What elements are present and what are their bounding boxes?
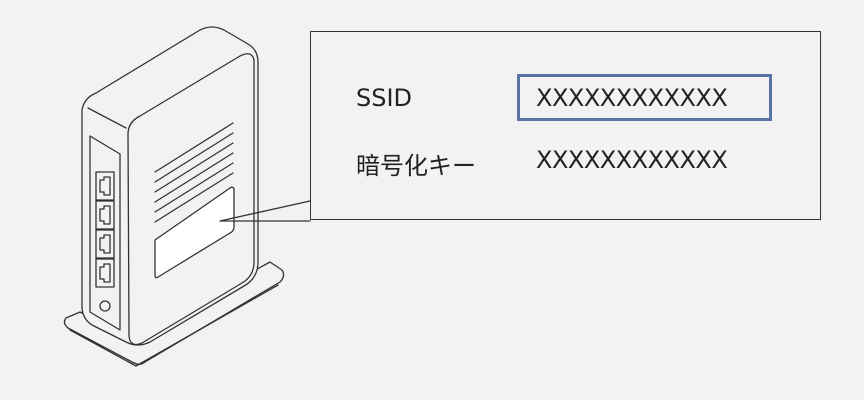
ethernet-port-1 xyxy=(95,171,115,201)
encryption-key-label: 暗号化キー xyxy=(356,152,476,180)
ssid-value: XXXXXXXXXXXX xyxy=(536,84,728,112)
encryption-key-value: XXXXXXXXXXXX xyxy=(536,146,728,174)
label-callout xyxy=(310,31,821,220)
ssid-label: SSID xyxy=(356,84,413,112)
ssid-highlight-box xyxy=(517,74,772,121)
